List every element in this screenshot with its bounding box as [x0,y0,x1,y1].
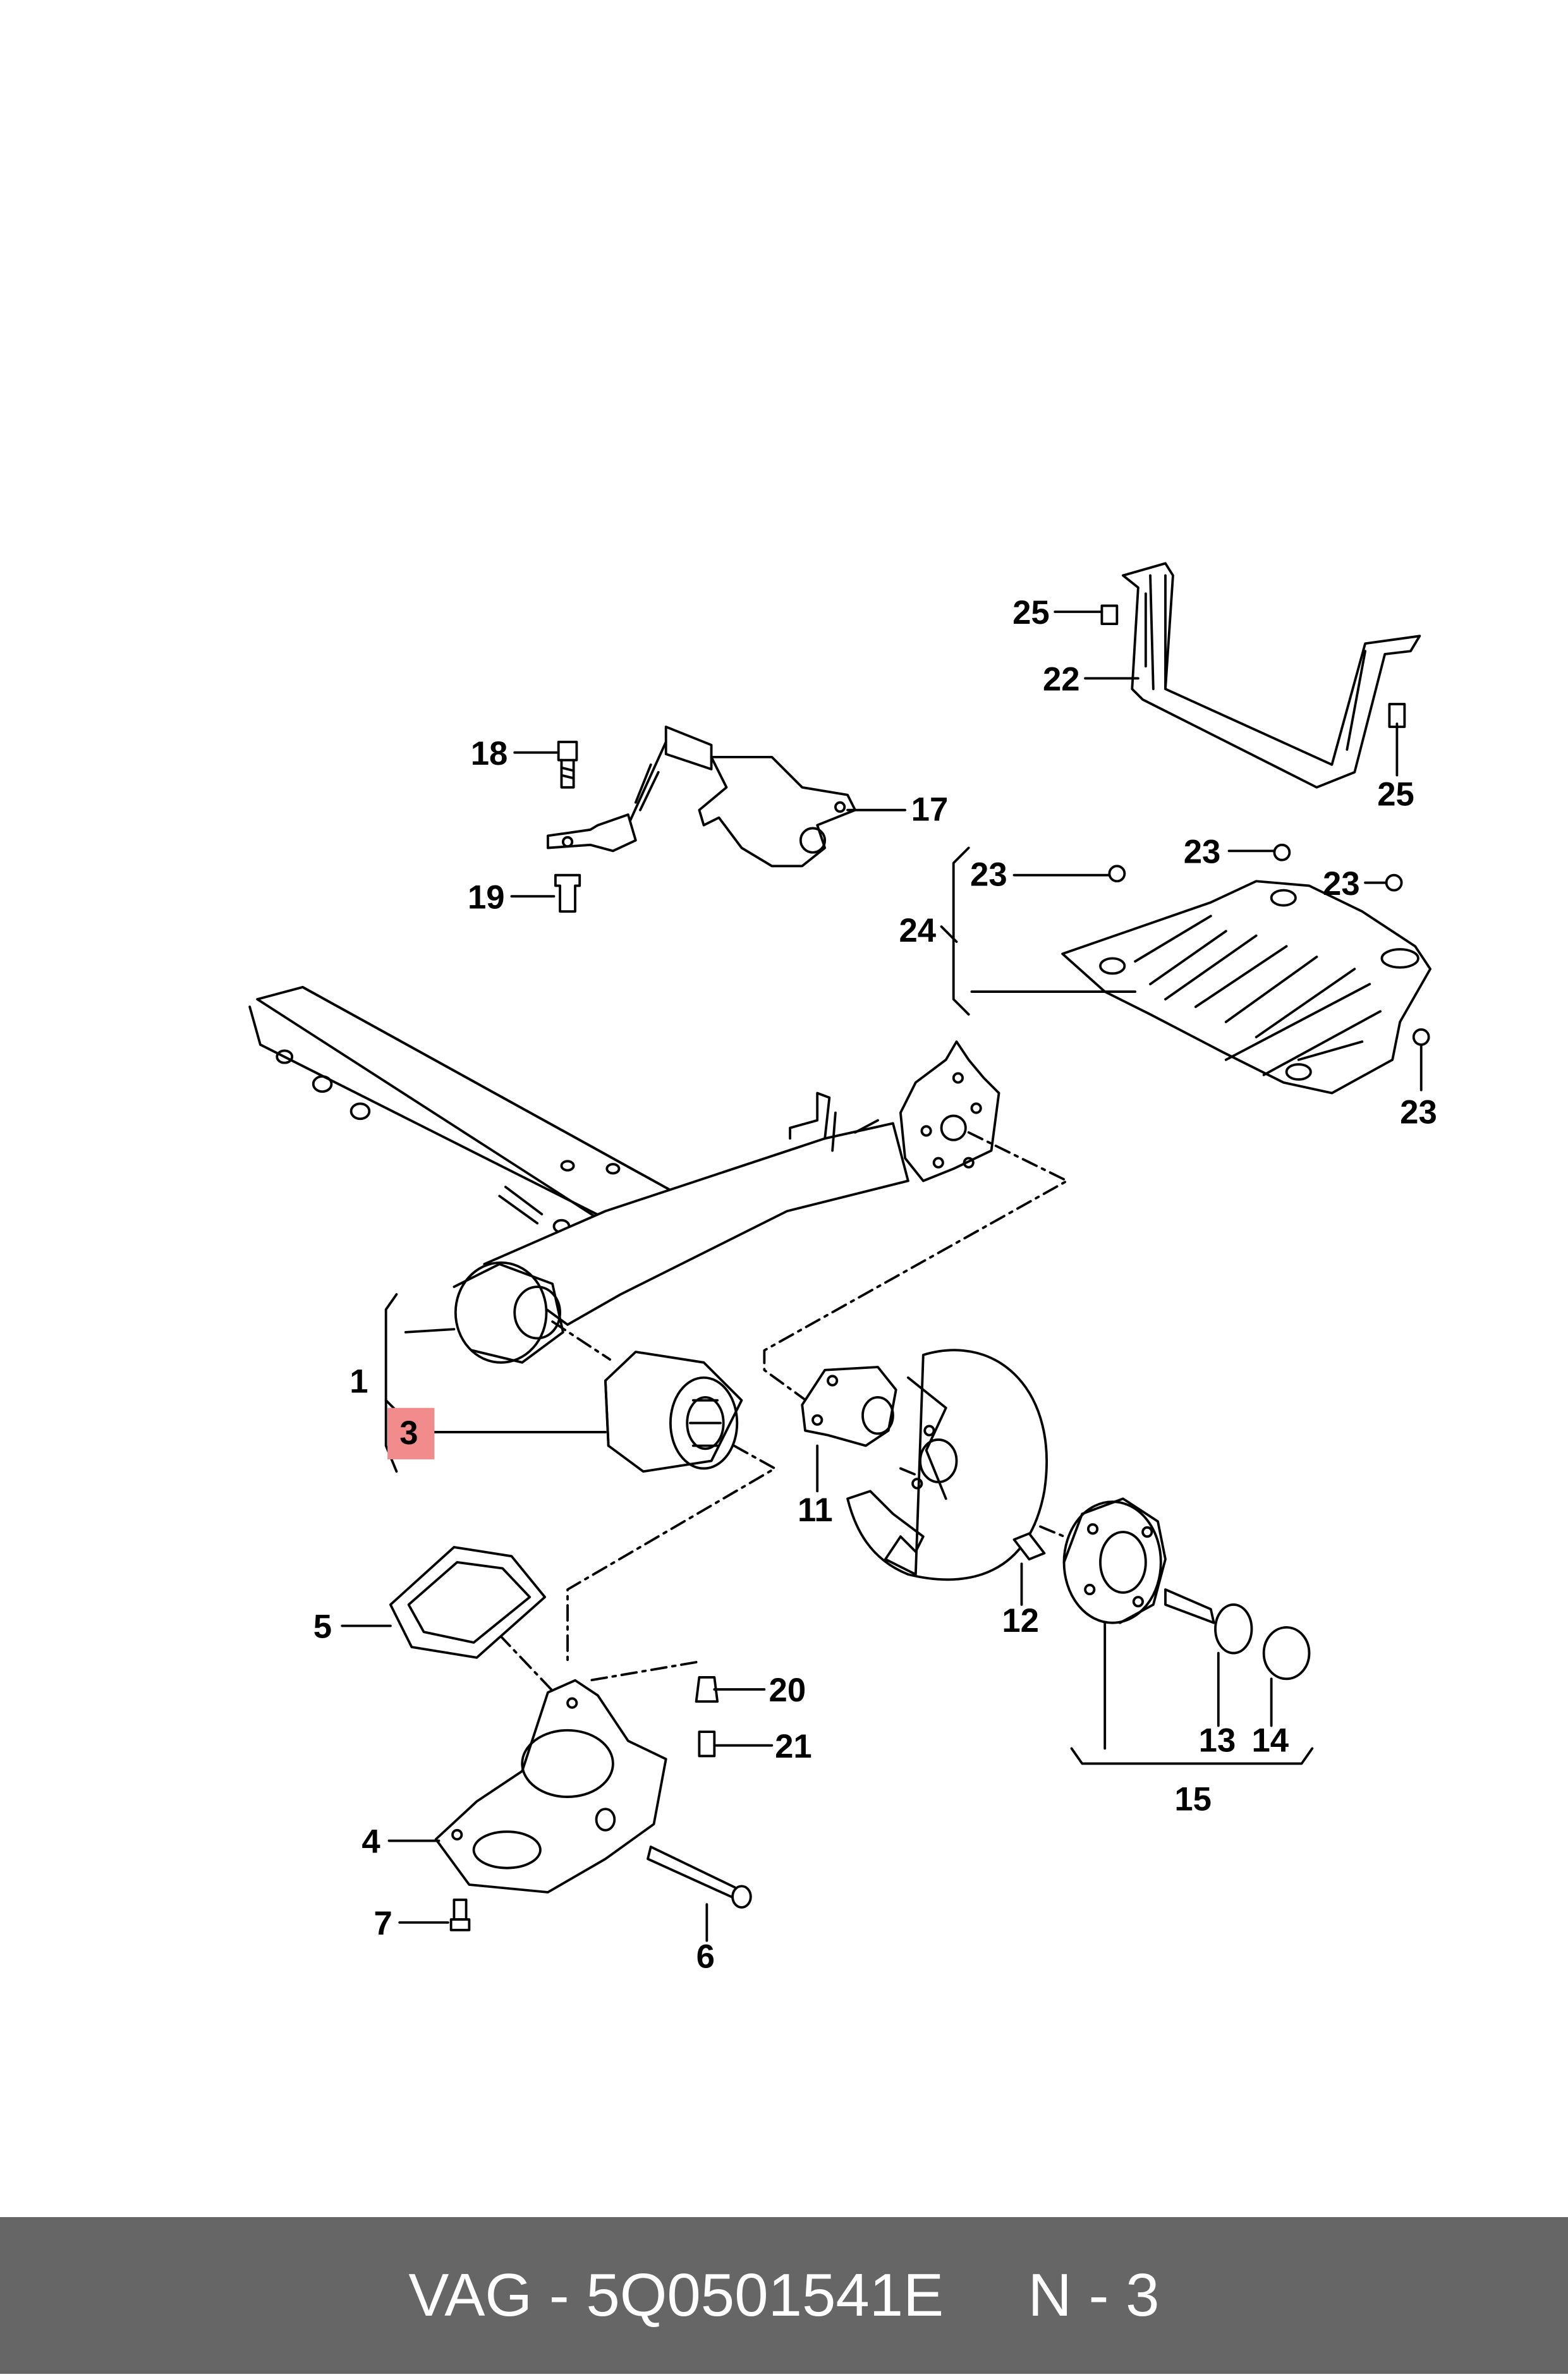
callout-23-c: 23 [1323,865,1360,903]
stub-axle [801,1366,897,1447]
bolt-20 [695,1675,719,1703]
callout-20: 20 [769,1672,806,1709]
callout-22: 22 [1043,661,1080,698]
leader-lines [341,611,1423,1942]
highlight-callout-3 [387,1407,435,1460]
callout-19: 19 [468,878,505,916]
callout-17: 17 [911,791,949,828]
bolt-7 [449,1899,471,1931]
mounting-bracket-4 [434,1679,667,1894]
callout-12: 12 [1002,1602,1039,1639]
nut-23-d [1412,1028,1430,1046]
callout-7: 7 [374,1905,392,1942]
callout-5: 5 [313,1608,332,1646]
brake-backplate [846,1349,1048,1581]
nut-23-b [1273,843,1291,861]
callout-15: 15 [1174,1781,1212,1818]
axle-bushing [604,1351,743,1473]
callout-18: 18 [471,735,508,772]
callout-24: 24 [899,912,937,949]
bolt-12 [1012,1532,1046,1561]
callout-4: 4 [362,1823,380,1861]
callout-11: 11 [798,1492,833,1529]
bolt-18 [557,741,578,789]
bolt-6 [647,1845,752,1909]
callout-23-a: 23 [970,856,1007,893]
dust-cap-14 [1262,1626,1311,1681]
bolt-21 [698,1730,716,1758]
part-number-caption: VAG - 5Q0501541E N - 3 [408,2261,1160,2329]
nut-23-c [1385,873,1403,892]
callout-14: 14 [1251,1722,1289,1759]
nut-23-a [1108,865,1126,883]
callout-1: 1 [349,1363,368,1401]
sleeve-19 [554,873,581,913]
bracket-22 [1122,562,1421,789]
callout-25-side: 25 [1377,776,1414,813]
callout-6: 6 [696,1938,715,1976]
pad-5 [389,1546,547,1659]
hub-bolt-13 [1164,1588,1253,1655]
bolt-25-top [1100,604,1119,626]
wheel-hub [1062,1497,1167,1624]
callout-25-top: 25 [1012,594,1050,631]
callout-23-d: 23 [1400,1093,1437,1131]
callout-21: 21 [775,1728,812,1765]
underbody-shield [1061,880,1431,1095]
footer-bar: VAG - 5Q0501541E N - 3 [0,2217,1568,2374]
level-sensor [546,726,856,868]
rear-axle-beam [248,985,1000,1364]
callout-23-b: 23 [1184,834,1221,871]
bolt-25-side [1388,703,1406,728]
callout-3: 3 [399,1414,418,1452]
callout-13: 13 [1199,1722,1236,1759]
